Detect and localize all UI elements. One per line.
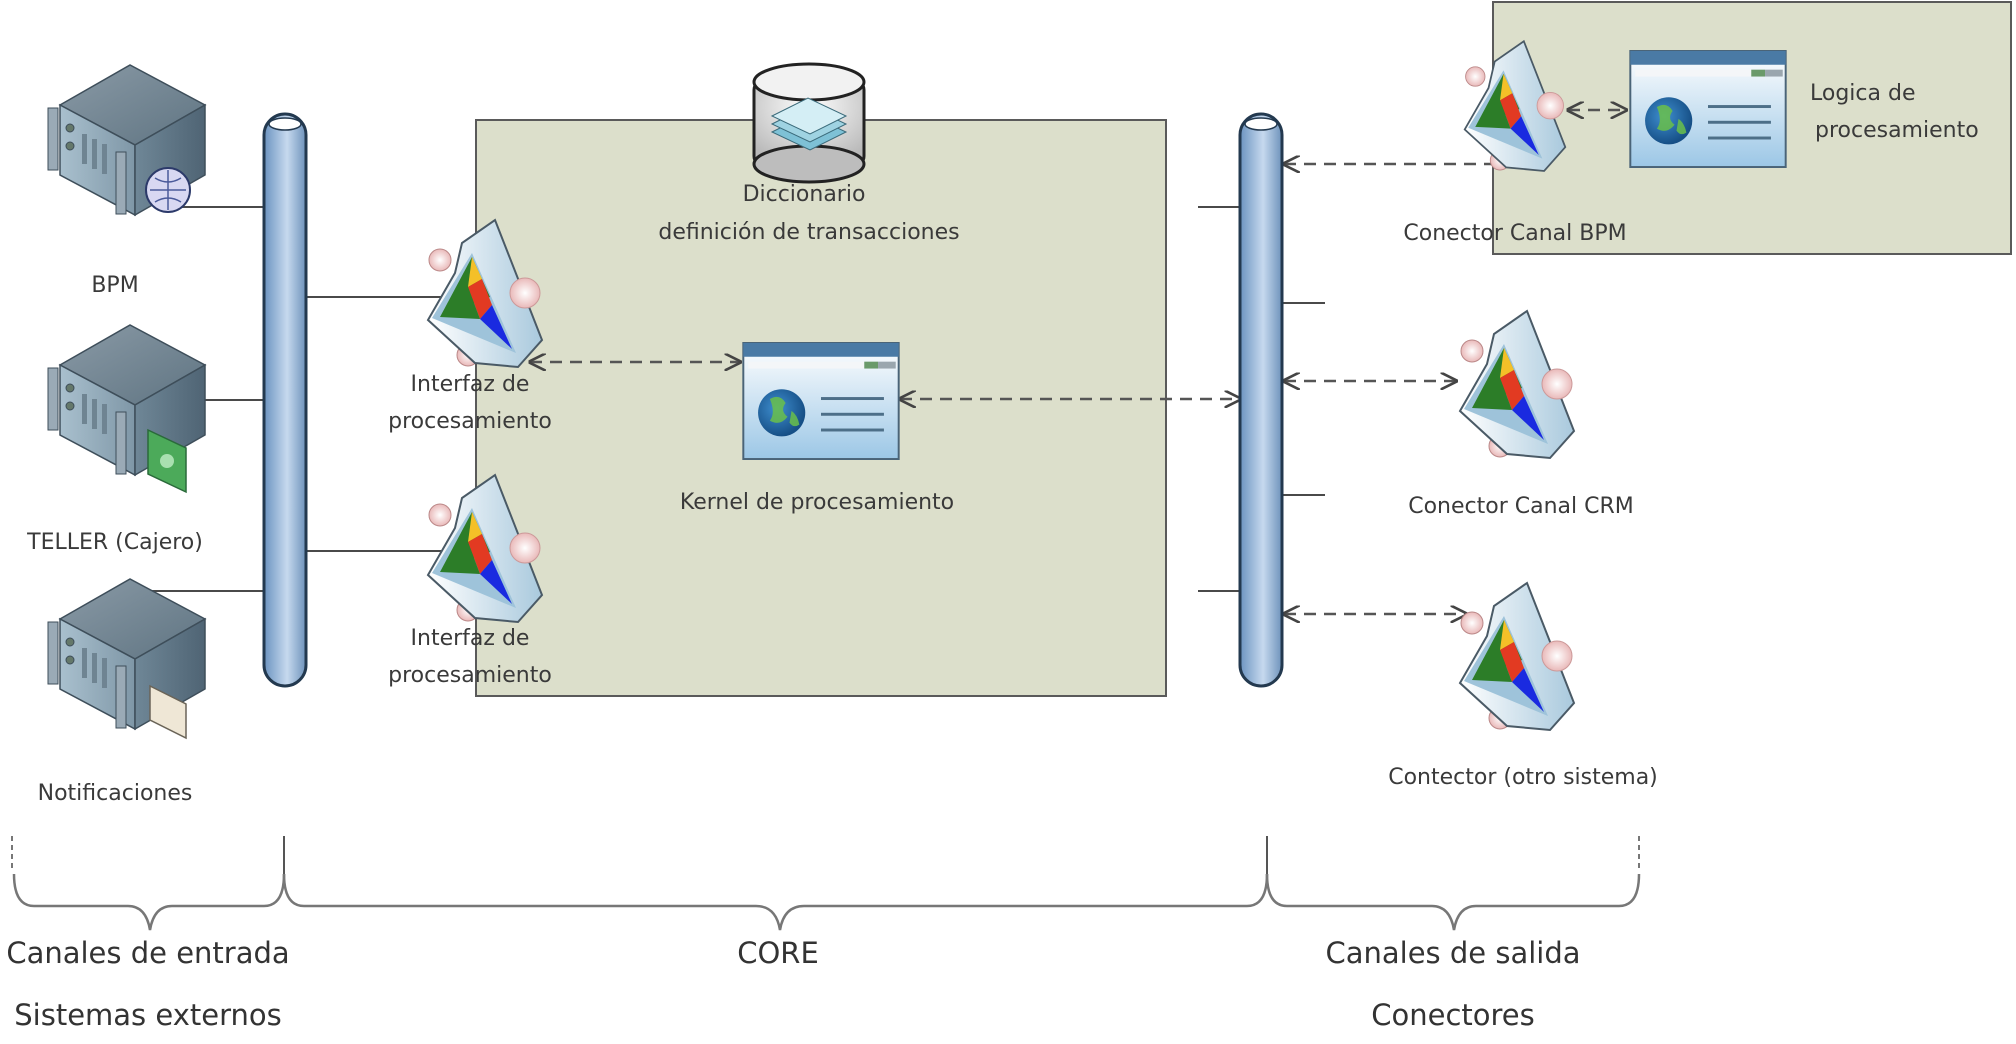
brace-core: [282, 873, 1269, 931]
input-system-label: BPM: [91, 273, 138, 298]
section-title: CORE: [737, 936, 819, 970]
interface-label-line2: procesamiento: [388, 409, 552, 434]
globe-badge-grid: [150, 170, 186, 210]
mail-badge-icon: [149, 684, 187, 740]
bus-pipe-cap: [1244, 117, 1278, 131]
brace-canales-entrada: [12, 873, 286, 931]
web-application-window-icon: [1629, 50, 1787, 168]
brace-canales-salida: [1265, 873, 1641, 931]
input-system-bpm[interactable]: BPM: [47, 64, 206, 298]
input-system-label: Notificaciones: [38, 781, 193, 806]
section-core: CORE: [737, 936, 819, 970]
dictionary-label-line1: Diccionario: [743, 182, 866, 207]
core-interface-1[interactable]: Interfaz de procesamiento: [388, 219, 552, 434]
bpm-logic-label-line2: procesamiento: [1815, 118, 1979, 143]
core-interface-2[interactable]: Interfaz de procesamiento: [388, 474, 552, 688]
doc-layer-1: [770, 97, 848, 135]
kernel-label: Kernel de procesamiento: [680, 490, 954, 515]
kernel[interactable]: Kernel de procesamiento: [680, 342, 954, 515]
database-documents-icon: [752, 62, 866, 184]
dashed-links: [530, 110, 1626, 614]
bus-pipe-cap: [268, 117, 302, 131]
output-connector-crm[interactable]: Conector Canal CRM: [1408, 310, 1634, 519]
connector-adapter-icon: [1459, 582, 1575, 731]
web-application-window-icon: [742, 342, 900, 460]
interface-label-line1: Interfaz de: [411, 626, 530, 651]
db-cylinder-top: [752, 62, 866, 102]
input-bus: [262, 112, 308, 688]
connector-adapter-icon: [1459, 310, 1575, 459]
bus-pipe-icon: [1238, 112, 1284, 688]
output-bus: [1238, 112, 1284, 688]
section-canales-entrada: Canales de entrada Sistemas externos: [6, 936, 289, 1032]
bus-pipe-icon: [262, 112, 308, 688]
section-dividers: [11, 836, 1640, 874]
connector-label: Conector Canal CRM: [1408, 494, 1634, 519]
connector-label: Contector (otro sistema): [1388, 765, 1658, 790]
dictionary-label-line2: definición de transacciones: [658, 220, 959, 245]
dictionary[interactable]: Diccionario definición de transacciones: [658, 62, 960, 245]
input-system-teller[interactable]: TELLER (Cajero): [26, 324, 206, 555]
section-title: Canales de entrada: [6, 936, 289, 970]
interface-label-line2: procesamiento: [388, 663, 552, 688]
section-title: Canales de salida: [1325, 936, 1580, 970]
input-system-label: TELLER (Cajero): [26, 530, 203, 555]
section-canales-salida: Canales de salida Conectores: [1325, 936, 1580, 1032]
solid-links: [130, 206, 1325, 592]
money-badge-coin: [160, 454, 174, 468]
section-subtitle: Sistemas externos: [14, 998, 282, 1032]
connector-label: Conector Canal BPM: [1403, 221, 1626, 246]
bpm-logic[interactable]: Logica de procesamiento: [1629, 50, 1979, 168]
input-system-notificaciones[interactable]: Notificaciones: [38, 578, 206, 806]
db-cylinder-bottom: [752, 144, 866, 184]
section-subtitle: Conectores: [1371, 998, 1535, 1032]
bpm-logic-label-line1: Logica de: [1810, 81, 1915, 106]
output-connector-other[interactable]: Contector (otro sistema): [1388, 582, 1658, 790]
interface-label-line1: Interfaz de: [411, 372, 530, 397]
output-connector-bpm[interactable]: Conector Canal BPM: [1403, 40, 1627, 246]
